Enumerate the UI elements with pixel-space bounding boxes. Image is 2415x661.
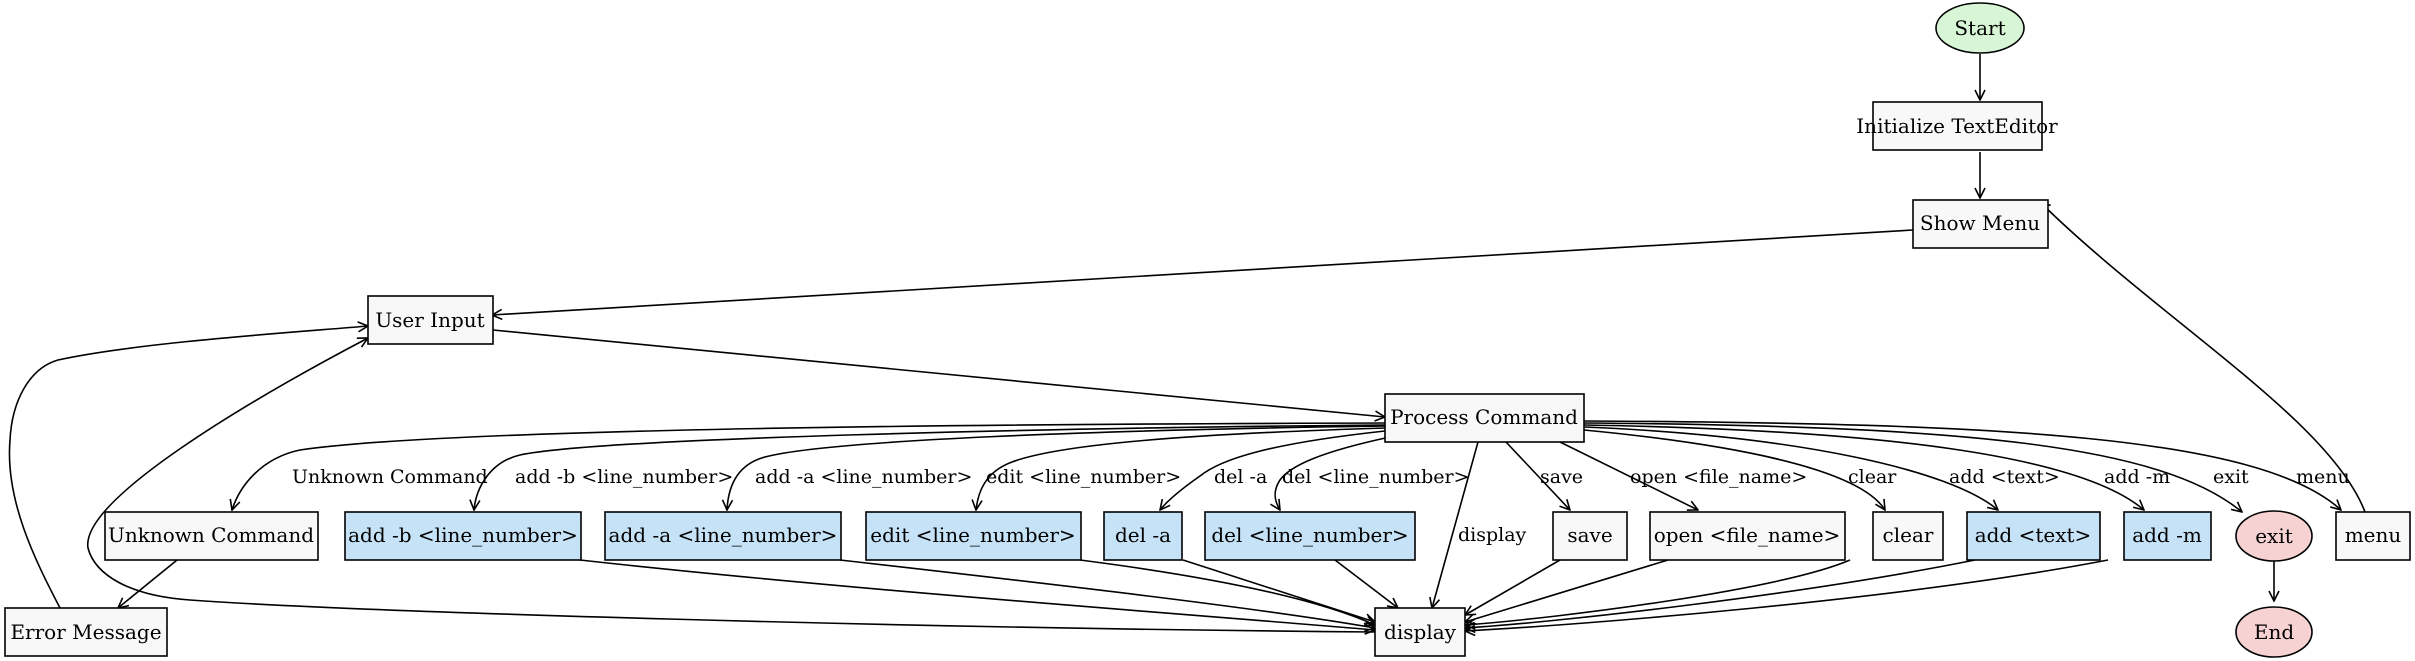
node-init-label: Initialize TextEditor (1856, 114, 2058, 138)
node-open-label: open <file_name> (1654, 523, 1841, 547)
node-end-label: End (2254, 620, 2294, 644)
node-exit-label: exit (2255, 524, 2293, 548)
edge-process-addtext (1583, 426, 1998, 510)
node-exit[interactable]: exit (2235, 510, 2313, 562)
edge-process-dela (1160, 430, 1386, 510)
node-display-label: display (1384, 620, 1457, 644)
node-add-text-label: add <text> (1975, 523, 2092, 547)
edge-menu-showmenu (2040, 202, 2366, 513)
node-start-label: Start (1954, 16, 2005, 40)
edge-label-clear: clear (1848, 466, 1897, 488)
node-show-menu-label: Show Menu (1920, 211, 2040, 235)
node-show-menu[interactable]: Show Menu (1912, 199, 2049, 249)
edge-label-del-a: del -a (1214, 466, 1267, 488)
node-add-m-label: add -m (2132, 523, 2202, 547)
edge-label-add-a: add -a <line_number> (755, 466, 972, 488)
node-del-a-label: del -a (1115, 523, 1171, 547)
node-add-a-label: add -a <line_number> (609, 523, 838, 547)
edge-unknown-error (118, 555, 183, 608)
node-add-text[interactable]: add <text> (1966, 511, 2101, 561)
edge-label-add-text: add <text> (1949, 466, 2060, 488)
edge-edit-display (1079, 559, 1375, 625)
edge-process-delline (1275, 436, 1391, 510)
edge-process-menu (1583, 420, 2341, 510)
node-menu[interactable]: menu (2335, 511, 2411, 561)
edge-process-adda (727, 425, 1386, 510)
node-user-input[interactable]: User Input (367, 295, 494, 345)
edge-addtext-display (1465, 559, 1976, 628)
node-add-m[interactable]: add -m (2123, 511, 2212, 561)
edge-process-save (1505, 441, 1570, 510)
edge-adda-display (839, 559, 1375, 628)
edge-showmenu-input (492, 229, 1914, 315)
node-error-label: Error Message (10, 620, 161, 644)
edge-labels: Unknown Command add -b <line_number> add… (292, 466, 2350, 546)
edge-delline-display (1334, 559, 1398, 608)
node-start[interactable]: Start (1935, 2, 2025, 54)
edges (8, 54, 2366, 633)
node-clear[interactable]: clear (1872, 511, 1944, 561)
node-clear-label: clear (1883, 523, 1934, 547)
node-initialize-texteditor[interactable]: Initialize TextEditor (1856, 101, 2058, 151)
nodes: Start Initialize TextEditor Show Menu Us… (4, 2, 2411, 658)
node-user-input-label: User Input (375, 308, 484, 332)
node-add-a[interactable]: add -a <line_number> (604, 511, 842, 561)
node-process-command[interactable]: Process Command (1384, 393, 1585, 443)
node-display[interactable]: display (1374, 607, 1466, 657)
node-end[interactable]: End (2235, 606, 2313, 658)
node-add-b-label: add -b <line_number> (348, 523, 578, 547)
node-process-label: Process Command (1390, 405, 1578, 429)
node-error-message[interactable]: Error Message (4, 607, 168, 657)
edge-open-display (1465, 559, 1669, 622)
edge-label-save: save (1540, 466, 1583, 488)
edge-label-exit: exit (2213, 466, 2249, 488)
node-save[interactable]: save (1552, 511, 1628, 561)
node-menu-label: menu (2345, 523, 2402, 547)
node-unknown-label: Unknown Command (108, 523, 314, 547)
edge-clear-display (1465, 559, 1851, 625)
edge-process-display (1432, 441, 1479, 608)
node-add-b[interactable]: add -b <line_number> (344, 511, 582, 561)
node-open[interactable]: open <file_name> (1649, 511, 1846, 561)
edge-label-del-line: del <line_number> (1282, 466, 1469, 488)
edge-label-add-b: add -b <line_number> (515, 466, 733, 488)
edge-label-open: open <file_name> (1630, 466, 1807, 488)
node-del-line-label: del <line_number> (1211, 523, 1408, 547)
node-edit-label: edit <line_number> (870, 523, 1075, 547)
edge-addb-display (579, 559, 1375, 630)
edge-process-clear (1583, 429, 1885, 510)
edge-input-process (492, 329, 1385, 417)
edge-label-add-m: add -m (2104, 466, 2170, 488)
edge-process-open (1559, 441, 1698, 510)
node-edit[interactable]: edit <line_number> (865, 511, 1082, 561)
edge-process-addm (1583, 424, 2144, 510)
edge-process-edit (976, 427, 1386, 510)
edge-process-addb (474, 424, 1386, 510)
node-unknown-command[interactable]: Unknown Command (104, 511, 319, 561)
edge-error-input (8, 326, 368, 609)
edge-label-display: display (1458, 524, 1527, 546)
edge-label-unknown-command: Unknown Command (292, 466, 488, 488)
node-save-label: save (1567, 523, 1612, 547)
edge-process-exit (1583, 422, 2242, 512)
edge-display-input (87, 338, 1376, 633)
edge-addm-display (1465, 559, 2109, 631)
edge-save-display (1465, 559, 1561, 615)
node-del-a[interactable]: del -a (1103, 511, 1183, 561)
edge-label-menu: menu (2296, 466, 2350, 488)
edge-process-unknown (232, 422, 1386, 510)
edge-dela-display (1182, 559, 1375, 622)
node-del-line[interactable]: del <line_number> (1204, 511, 1416, 561)
edge-label-edit: edit <line_number> (986, 466, 1181, 488)
